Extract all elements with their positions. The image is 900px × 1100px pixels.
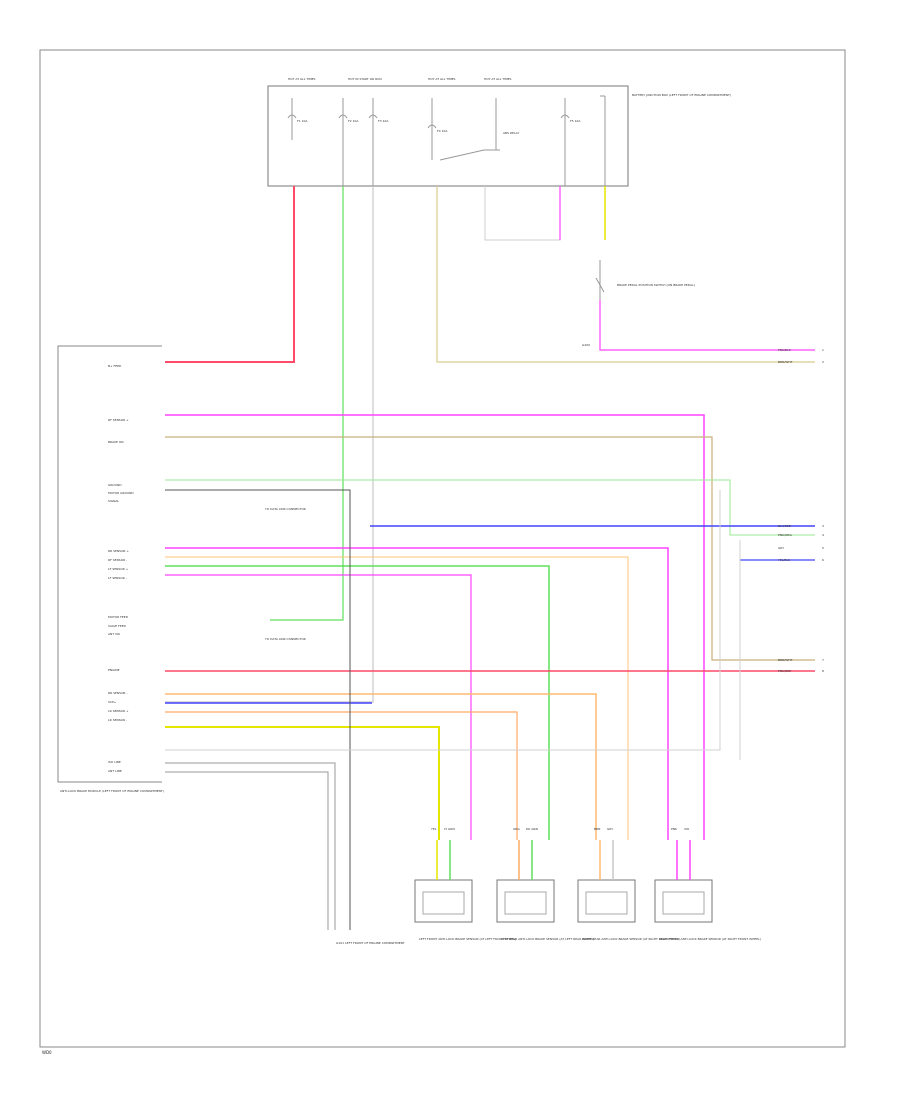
svg-text:ABS RELAY: ABS RELAY: [503, 131, 519, 135]
connector-num-6: 6: [822, 558, 824, 562]
brake-switch-ground: G200: [582, 343, 590, 347]
connector-num-3: 3: [822, 524, 824, 528]
fuse-f1: F1 10A: [287, 98, 308, 140]
module-pin-15: RR SENSOR -: [108, 691, 128, 695]
module-pin-18: LR SENSOR -: [108, 718, 127, 722]
fuse-box-title: BATTERY JUNCTION BOX (LEFT FRONT OF ENGI…: [632, 93, 731, 97]
ground-label: G101 LEFT FRONT OF ENGINE COMPARTMENT: [336, 941, 405, 945]
module-pin-20: ANT LINE: [108, 769, 122, 773]
wheel-sensors: YEL LT GRN LEFT FRONT ANTI-LOCK BRAKE SENS…: [414, 827, 761, 941]
sensor-label-3: RIGHT REAR ANTI-LOCK BRAKE SENSOR (AT RI…: [582, 937, 680, 941]
connector-num-8: 8: [822, 669, 824, 673]
fuse-col-label-2: HOT IN START OR RUN: [348, 77, 382, 81]
wheel-sensor-4: PNK VIO RIGHT FRONT ANTI-LOCK BRAKE SENSOR…: [654, 827, 761, 941]
diagram-frame: [39, 49, 846, 1048]
abs-module: ANTI-LOCK BRAKE MODULE (LEFT FRONT OF EN…: [57, 345, 164, 793]
connector-label-7: BRN/WHT: [778, 658, 793, 662]
sensor-pin-2-1: ORG: [513, 827, 520, 831]
note-data-link-2: TO DATA LINK CONNECTOR: [264, 637, 306, 641]
connector-num-1: 1: [822, 348, 824, 352]
svg-text:F1 10A: F1 10A: [297, 119, 308, 123]
svg-text:F2 10A: F2 10A: [348, 119, 359, 123]
abs-relay: ABS RELAY: [439, 98, 519, 161]
connector-label-8: PNK/RED: [778, 669, 792, 673]
module-pin-3: BRAKE ON: [108, 440, 124, 444]
connector-label-1: PNK/BLK: [778, 348, 792, 352]
connector-num-2: 2: [822, 360, 824, 364]
module-pin-7: RR SENSOR +: [108, 549, 129, 553]
module-pin-11: MOTOR FEED: [108, 615, 129, 619]
module-pin-17: LR SENSOR +: [108, 709, 129, 713]
connector-label-5: GRY: [778, 546, 784, 550]
brake-switch-label: BRAKE PEDAL POSITION SWITCH (ON BRAKE PE…: [617, 283, 695, 287]
battery-junction-box: HOT AT ALL TIMES HOT IN START OR RUN HOT…: [267, 77, 731, 187]
wheel-sensor-2: ORG DK GRN LEFT REAR ANTI-LOCK BRAKE SENSO…: [496, 827, 594, 941]
wheel-sensor-3: BRN GRY RIGHT REAR ANTI-LOCK BRAKE SENSOR …: [577, 827, 680, 941]
connector-num-5: 5: [822, 546, 824, 550]
fuse-f2: F2 10A: [338, 98, 359, 186]
connector-label-2: BRN/WHT: [778, 360, 793, 364]
connector-num-4: 4: [822, 533, 824, 537]
sensor-pin-3-1: BRN: [594, 827, 600, 831]
fuse-f5: F5 10A: [560, 98, 581, 186]
module-pin-14: ENGINE: [108, 668, 120, 672]
module-pin-1: B+ FEED: [108, 364, 122, 368]
wire-harness: [165, 186, 815, 930]
sensor-label-4: RIGHT FRONT ANTI-LOCK BRAKE SENSOR (AT R…: [659, 937, 761, 941]
svg-text:F5 10A: F5 10A: [570, 119, 581, 123]
sensor-pin-2-2: DK GRN: [526, 827, 538, 831]
connector-label-6: YEL/BLU: [778, 558, 790, 562]
svg-text:F3 10A: F3 10A: [378, 119, 389, 123]
fuse-col-label-4: HOT AT ALL TIMES: [484, 77, 512, 81]
brake-pedal-switch: BRAKE PEDAL POSITION SWITCH (ON BRAKE PE…: [582, 260, 695, 347]
diagram-footer-code: WD0: [42, 1050, 52, 1055]
connector-label-4: PNK/ORG: [778, 533, 792, 537]
note-data-link-1: TO DATA LINK CONNECTOR: [264, 507, 306, 511]
fuse-f4: F4 10A: [427, 98, 448, 160]
fuse-f3: F3 10A: [368, 98, 389, 186]
sensor-pin-1-2: LT GRN: [444, 827, 455, 831]
module-pin-9: LF SENSOR +: [108, 567, 129, 571]
sensor-label-2: LEFT REAR ANTI-LOCK BRAKE SENSOR (AT LEF…: [501, 937, 594, 941]
module-pin-13: ANT ON: [108, 632, 120, 636]
sensor-label-1: LEFT FRONT ANTI-LOCK BRAKE SENSOR (AT LE…: [419, 937, 516, 941]
abs-module-title: ANTI-LOCK BRAKE MODULE (LEFT FRONT OF EN…: [60, 789, 164, 793]
sensor-pin-1-1: YEL: [431, 827, 437, 831]
connector-num-7: 7: [822, 658, 824, 662]
svg-text:F4 10A: F4 10A: [437, 129, 448, 133]
module-pin-5: MOTOR GROUND: [108, 491, 134, 495]
module-pin-12: VALVE FEED: [108, 624, 127, 628]
module-pin-8: RF SENSOR -: [108, 558, 127, 562]
module-pin-2: RF SENSOR +: [108, 418, 129, 422]
module-pin-6: SIGNAL: [108, 499, 119, 503]
sensor-pin-4-2: VIO: [684, 827, 690, 831]
sensor-pin-4-1: PNK: [671, 827, 678, 831]
module-pin-4: GROUND: [108, 483, 122, 487]
sensor-pin-3-2: GRY: [607, 827, 613, 831]
connector-label-3: BLU/RED: [778, 524, 792, 528]
fuse-col-label-3: HOT AT ALL TIMES: [428, 77, 456, 81]
wheel-sensor-1: YEL LT GRN LEFT FRONT ANTI-LOCK BRAKE SENS…: [414, 827, 516, 941]
module-pin-16: SCP+: [108, 700, 117, 704]
fuse-col-label-1: HOT AT ALL TIMES: [288, 77, 316, 81]
module-pin-19: ISO LINE: [108, 760, 121, 764]
module-pin-10: LF SENSOR -: [108, 576, 127, 580]
